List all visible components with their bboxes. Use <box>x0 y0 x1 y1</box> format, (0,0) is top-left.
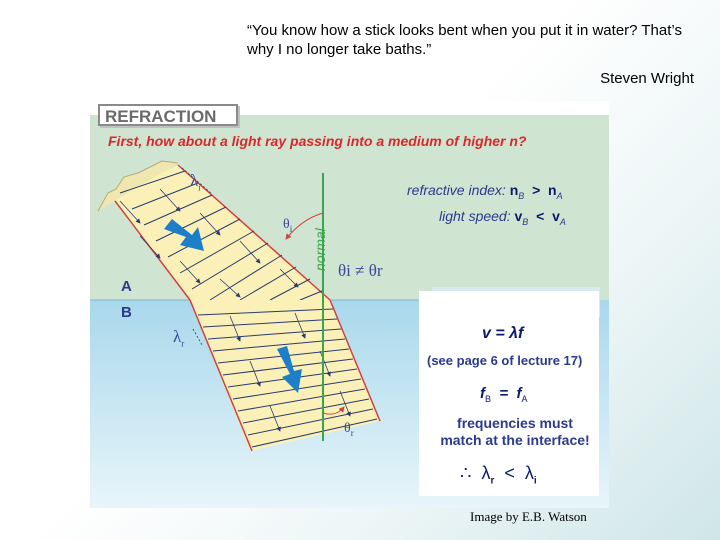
figure-question: First, how about a light ray passing int… <box>108 133 527 149</box>
figure-title: REFRACTION <box>98 104 238 126</box>
theta-i-arc <box>285 212 324 240</box>
lambda-r-label: λr <box>173 327 185 349</box>
angle-inequality: θi ≠ θr <box>338 261 383 280</box>
incident-beam-edge-right <box>177 164 331 301</box>
theta-r-label: θr <box>344 421 354 438</box>
medium-b-label: B <box>121 304 132 321</box>
refracted-beam-edge-right <box>329 299 381 422</box>
frequency-equation: fB = fA <box>480 385 528 404</box>
light-speed-label: light speed: <box>439 208 511 224</box>
light-speed-row: light speed: vB < vA <box>439 208 566 227</box>
incident-wavefronts <box>119 170 323 301</box>
normal-label: normal <box>312 228 328 271</box>
quote-author: Steven Wright <box>600 70 694 87</box>
image-credit: Image by E.B. Watson <box>470 509 587 524</box>
info-box <box>419 291 599 496</box>
refracted-beam-edge-left <box>189 299 253 452</box>
wave-equation-note: (see page 6 of lecture 17) <box>427 353 583 368</box>
conclusion: ∴ λr < λi <box>460 463 537 487</box>
refracted-ray-arrows <box>229 312 351 432</box>
theta-r-arc <box>322 406 345 415</box>
frequency-text: frequencies must match at the interface! <box>440 415 590 448</box>
refraction-figure: REFRACTION First, how about a light ray … <box>90 101 609 508</box>
incident-ray-arrows <box>119 188 299 298</box>
theta-i-label: θi <box>283 217 293 234</box>
medium-a-label: A <box>121 278 132 295</box>
quote-text: “You know how a stick looks bent when yo… <box>247 22 682 58</box>
torn-edge <box>97 160 179 212</box>
lambda-i-marker <box>181 167 213 195</box>
lambda-r-marker <box>192 328 203 346</box>
lambda-i-label: λi <box>190 171 201 193</box>
refractive-index-row: refractive index: nB > nA <box>407 182 563 201</box>
incident-direction-arrow <box>164 219 204 251</box>
refracted-direction-arrow <box>277 346 302 393</box>
wave-equation: v = λf <box>482 325 524 342</box>
refractive-index-label: refractive index: <box>407 182 506 198</box>
